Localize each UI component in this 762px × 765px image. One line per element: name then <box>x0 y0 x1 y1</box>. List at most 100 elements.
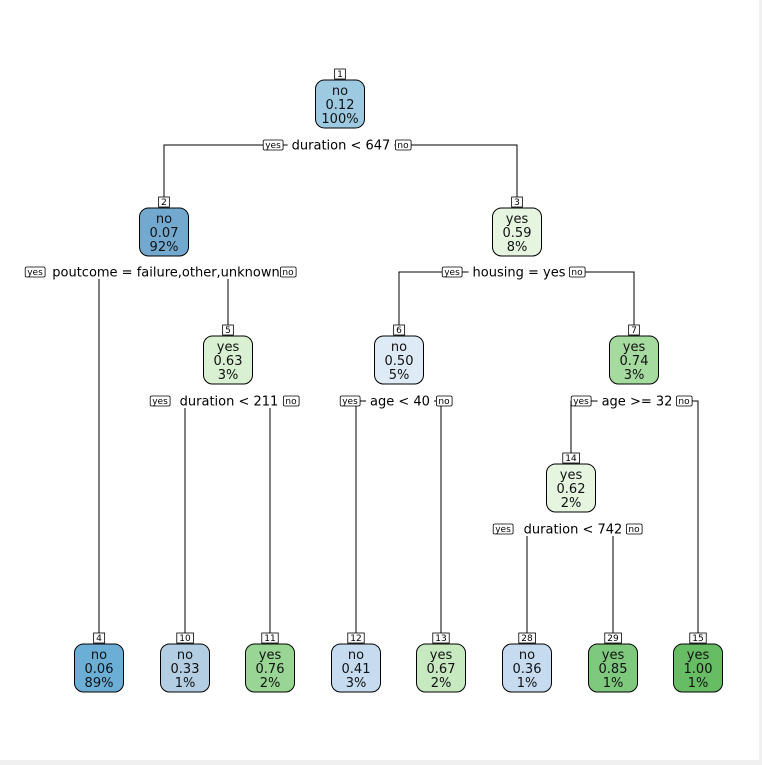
node-box <box>588 643 638 693</box>
node-percentage: 1% <box>603 676 624 691</box>
node-id-label: 2 <box>161 198 167 208</box>
node-percentage: 2% <box>561 496 582 511</box>
node-id-box <box>562 452 580 464</box>
node-id-label: 13 <box>435 634 446 644</box>
no-tag-label: no <box>285 397 297 407</box>
node-box <box>492 207 542 257</box>
tree-edge-6-13 <box>399 400 442 633</box>
no-tag-label: no <box>628 525 640 535</box>
node-percentage: 3% <box>346 676 367 691</box>
split-label-background <box>175 394 283 408</box>
yes-tag: yes <box>441 266 463 278</box>
node-probability: 0.50 <box>385 354 414 369</box>
node-class-label: yes <box>506 212 529 227</box>
node-id-box <box>176 632 194 644</box>
split-label-background <box>519 522 627 536</box>
node-id-box <box>222 324 234 336</box>
node-probability: 0.67 <box>427 662 456 677</box>
node-id-box <box>518 632 536 644</box>
node-id-box <box>261 632 279 644</box>
tree-nodes: 1no0.12100%2no0.0792%3yes0.598%5yes0.633… <box>74 68 723 693</box>
node-id-box <box>432 632 450 644</box>
yes-tag-box <box>339 395 361 407</box>
no-tag-label: no <box>678 397 690 407</box>
node-class-label: no <box>332 84 348 99</box>
node-id-box <box>511 196 523 208</box>
yes-tag: yes <box>24 266 46 278</box>
split-label: age < 40 <box>370 395 430 410</box>
node-id-box <box>689 632 707 644</box>
node-id-box <box>334 68 346 80</box>
node-probability: 0.76 <box>256 662 285 677</box>
no-tag-label: no <box>438 397 450 407</box>
yes-tag: yes <box>570 395 592 407</box>
node-percentage: 1% <box>517 676 538 691</box>
node-probability: 0.06 <box>85 662 114 677</box>
no-tag: no <box>625 523 643 535</box>
node-percentage: 2% <box>260 676 281 691</box>
no-tag-box <box>394 139 412 151</box>
node-class-label: yes <box>430 648 453 663</box>
node-id-label: 4 <box>96 634 102 644</box>
no-tag-label: no <box>282 268 294 278</box>
node-id-box <box>347 632 365 644</box>
no-tag: no <box>279 266 297 278</box>
node-id-label: 5 <box>225 326 231 336</box>
node-box <box>160 643 210 693</box>
node-probability: 1.00 <box>684 662 713 677</box>
no-tag: no <box>435 395 453 407</box>
split-5: duration < 211 yes no <box>149 394 300 410</box>
node-probability: 0.62 <box>557 482 586 497</box>
yes-tag-label: yes <box>265 141 281 151</box>
yes-tag-box <box>492 523 514 535</box>
split-label-background <box>597 394 677 408</box>
node-class-label: yes <box>687 648 710 663</box>
split-label: duration < 647 <box>292 139 391 154</box>
node-box <box>245 643 295 693</box>
no-tag-box <box>675 395 693 407</box>
split-label: duration < 211 <box>180 395 279 410</box>
tree-edge-6-12 <box>355 400 399 633</box>
yes-tag-label: yes <box>444 268 460 278</box>
no-tag: no <box>282 395 300 407</box>
node-box <box>546 463 596 513</box>
tree-edge-5-10 <box>184 400 228 633</box>
node-id-box <box>628 324 640 336</box>
node-box <box>139 207 189 257</box>
no-tag-box <box>435 395 453 407</box>
node-probability: 0.36 <box>513 662 542 677</box>
node-class-label: no <box>177 648 193 663</box>
yes-tag: yes <box>492 523 514 535</box>
node-percentage: 89% <box>85 676 114 691</box>
node-id-label: 29 <box>607 634 619 644</box>
no-tag: no <box>675 395 693 407</box>
node-probability: 0.59 <box>503 226 532 241</box>
node-id-label: 15 <box>692 634 703 644</box>
node-box <box>331 643 381 693</box>
yes-tag-label: yes <box>342 397 358 407</box>
node-probability: 0.63 <box>214 354 243 369</box>
node-class-label: no <box>391 340 407 355</box>
node-id-label: 14 <box>565 454 577 464</box>
node-id-box <box>158 196 170 208</box>
node-id-box <box>93 632 106 644</box>
no-tag-box <box>625 523 643 535</box>
split-label-background <box>468 265 570 279</box>
yes-tag-label: yes <box>573 397 589 407</box>
no-tag-label: no <box>397 141 409 151</box>
node-id-box <box>393 324 406 336</box>
yes-tag-label: yes <box>152 397 168 407</box>
split-label-background <box>48 265 284 279</box>
node-box <box>673 643 723 693</box>
node-class-label: no <box>156 212 172 227</box>
node-id-label: 3 <box>514 198 520 208</box>
split-label: duration < 742 <box>524 523 623 538</box>
